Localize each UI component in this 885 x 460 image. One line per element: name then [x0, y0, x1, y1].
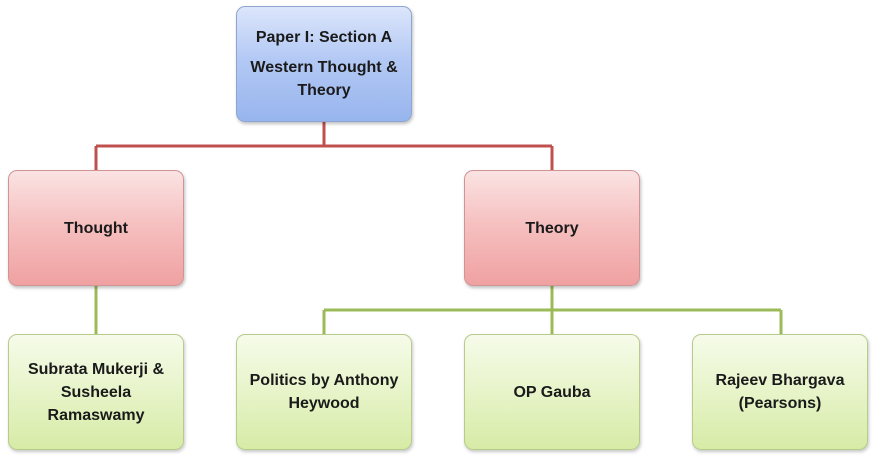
leaf-label: OP Gauba	[513, 383, 591, 401]
theory-label: Theory	[525, 219, 579, 237]
root-subtitle: Western Thought & Theory	[250, 59, 398, 99]
thought-node: Thought	[8, 170, 184, 286]
root-to-branches-connector	[94, 122, 554, 170]
leaf-label: Rajeev Bhargava (Pearsons)	[715, 372, 845, 412]
leaf-node-mukerji-ramaswamy: Subrata Mukerji & Susheela Ramaswamy	[8, 334, 184, 450]
leaf-label: Subrata Mukerji & Susheela Ramaswamy	[27, 360, 165, 424]
root-node: Paper I: Section A Western Thought & The…	[236, 6, 412, 122]
leaf-node-heywood: Politics by Anthony Heywood	[236, 334, 412, 450]
theory-to-children-connector	[322, 286, 783, 334]
leaf-node-gauba: OP Gauba	[464, 334, 640, 450]
root-title: Paper I: Section A	[255, 29, 393, 46]
thought-label: Thought	[64, 219, 128, 237]
leaf-node-bhargava: Rajeev Bhargava (Pearsons)	[692, 334, 868, 450]
theory-node: Theory	[464, 170, 640, 286]
leaf-label: Politics by Anthony Heywood	[249, 372, 399, 412]
